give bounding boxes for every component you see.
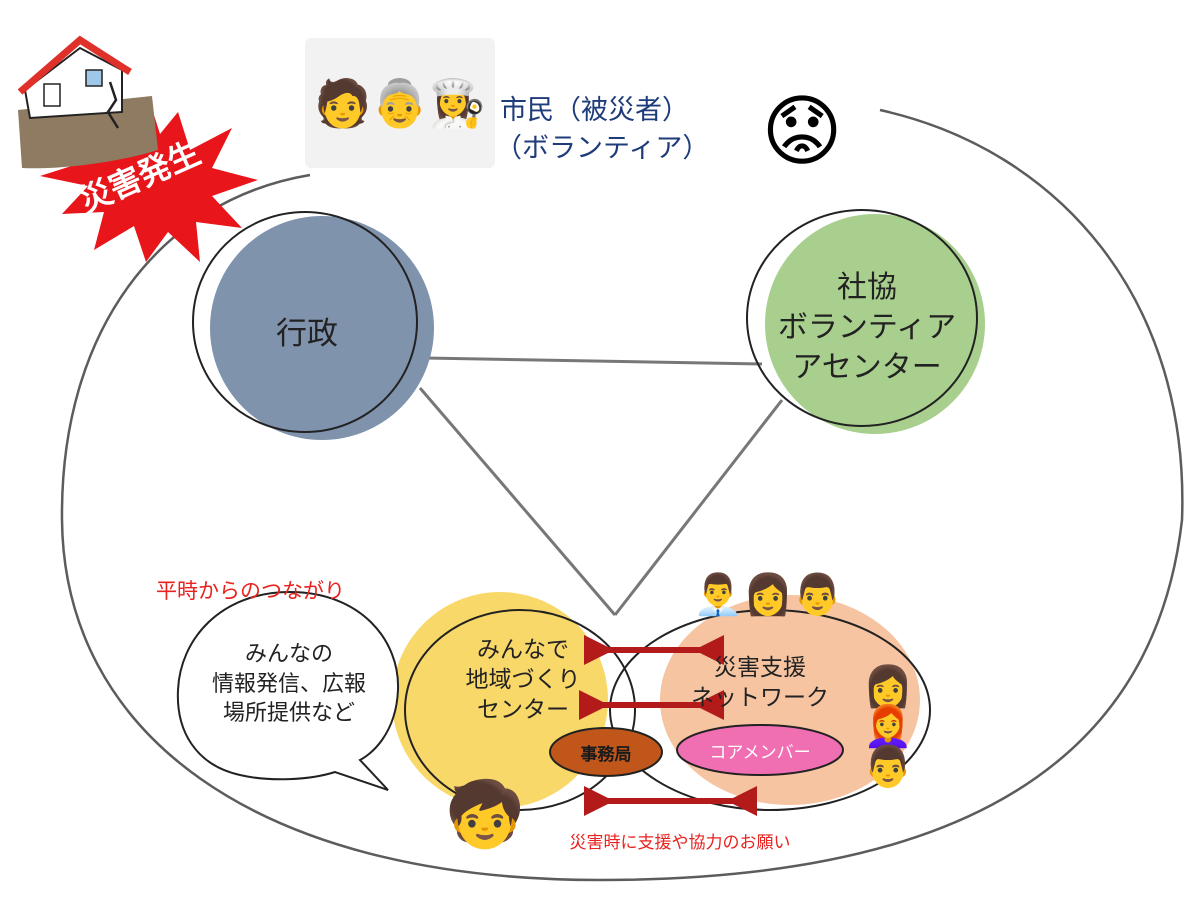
shakyo-label: 社協 ボランティア アセンター <box>777 270 957 385</box>
member-2-icon: 👩 <box>743 572 793 618</box>
core-pill-shape <box>676 724 844 776</box>
volunteer-1-icon: 🧑 <box>314 76 372 130</box>
worried-person-icon: 😟 <box>761 87 843 177</box>
link-gov-shakyo <box>424 356 763 366</box>
secretariat-label: 事務局 <box>580 745 632 765</box>
volunteer-3-icon: 👩‍🍳 <box>428 76 486 130</box>
volunteer-2-icon: 👵 <box>371 76 429 130</box>
shakyo-circle-outline <box>746 209 978 427</box>
network-label: 災害支援 ネットワーク <box>691 655 829 711</box>
speech-bubble <box>176 590 400 791</box>
member-4-icon: 👩 <box>863 664 913 710</box>
link-shakyo-center <box>613 399 784 616</box>
volunteer-group-icon: 🧑 👵 👩‍🍳 <box>305 38 495 168</box>
member-5-icon: 👩‍🦰 <box>863 704 913 750</box>
gov-circle-fill <box>210 216 434 440</box>
citizens-label-line2: （ボランティア） <box>495 133 710 164</box>
heiji-connection-label: 平時からのつながり <box>156 579 345 603</box>
member-3-icon: 👨 <box>792 572 843 618</box>
cracked-house-icon <box>17 35 158 169</box>
gov-label: 行政 <box>276 316 338 352</box>
outer-boundary <box>60 108 1184 882</box>
gov-circle-outline <box>192 211 418 433</box>
disaster-request-label: 災害時に支援や協力のお願い <box>569 833 791 853</box>
network-members-icon: 👨‍💼 👩 👨 <box>668 560 868 630</box>
core-members-label: コアメンバー <box>709 743 811 763</box>
member-6-icon: 👨 <box>863 744 913 790</box>
center-label: みんなで 地域づくり センター <box>465 637 581 723</box>
citizens-label-line1: 市民（被災者） <box>500 95 689 126</box>
disaster-badge-shape <box>40 96 258 262</box>
speech-bubble-text: みんなの 情報発信、広報 場所提供など <box>211 642 366 727</box>
shakyo-circle-fill <box>765 214 985 434</box>
network-members-side-icon: 👩 👩‍🦰 👨 <box>858 612 918 842</box>
secretariat-pill-shape <box>549 727 663 777</box>
link-gov-center <box>418 387 617 616</box>
raincoat-mascot-icon: 🧒 <box>445 778 525 852</box>
member-1-icon: 👨‍💼 <box>693 572 744 618</box>
